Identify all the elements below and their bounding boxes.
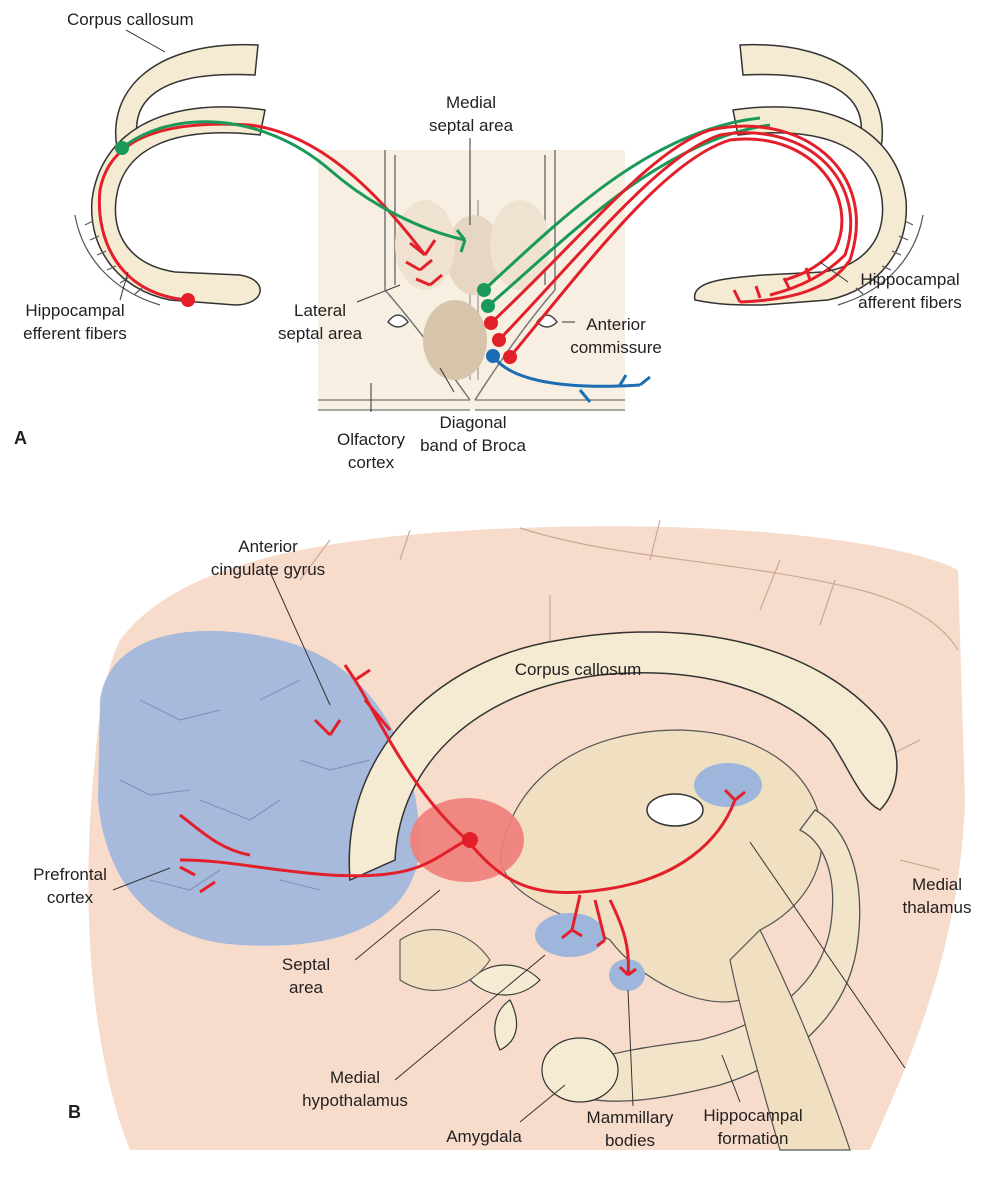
label-olfactory-cortex-2: cortex xyxy=(348,453,395,472)
panel-b: B Anterior cingulate gyrus Corpus callos… xyxy=(33,520,971,1150)
afferent-cell-body-blue xyxy=(486,349,500,363)
label-medial-hypothalamus-2: hypothalamus xyxy=(302,1091,408,1110)
label-hippocampal-efferent-2: efferent fibers xyxy=(23,324,127,343)
label-diagonal-band-2: band of Broca xyxy=(420,436,526,455)
label-hippocampal-afferent-1: Hippocampal xyxy=(860,270,959,289)
label-hippocampal-efferent-1: Hippocampal xyxy=(25,301,124,320)
label-lateral-septal-area-1: Lateral xyxy=(294,301,346,320)
label-anterior-cingulate-2: cingulate gyrus xyxy=(211,560,325,579)
label-septal-area-2: area xyxy=(289,978,324,997)
label-anterior-cingulate-1: Anterior xyxy=(238,537,298,556)
label-hippocampal-afferent-2: afferent fibers xyxy=(858,293,962,312)
panel-label-b: B xyxy=(68,1102,81,1122)
afferent-cell-body-red-1 xyxy=(484,316,498,330)
label-medial-septal-area-1: Medial xyxy=(446,93,496,112)
label-septal-area-1: Septal xyxy=(282,955,330,974)
label-medial-thalamus-1: Medial xyxy=(912,875,962,894)
afferent-cell-body-green-1 xyxy=(477,283,491,297)
label-corpus-callosum-a: Corpus callosum xyxy=(67,10,194,29)
label-medial-hypothalamus-1: Medial xyxy=(330,1068,380,1087)
label-hippocampal-formation-1: Hippocampal xyxy=(703,1106,802,1125)
label-medial-septal-area-2: septal area xyxy=(429,116,514,135)
diagonal-band-region xyxy=(423,300,487,380)
label-olfactory-cortex-1: Olfactory xyxy=(337,430,406,449)
label-prefrontal-cortex-1: Prefrontal xyxy=(33,865,107,884)
label-anterior-commissure-1: Anterior xyxy=(586,315,646,334)
label-prefrontal-cortex-2: cortex xyxy=(47,888,94,907)
amygdala-shape xyxy=(542,1038,618,1102)
label-anterior-commissure-2: commissure xyxy=(570,338,662,357)
panel-label-a: A xyxy=(14,428,27,448)
lateral-septal-left xyxy=(395,200,455,290)
label-amygdala: Amygdala xyxy=(446,1127,522,1146)
septal-cell-body xyxy=(462,832,478,848)
label-diagonal-band-1: Diagonal xyxy=(439,413,506,432)
label-medial-thalamus-2: thalamus xyxy=(903,898,972,917)
efferent-cell-body-green xyxy=(115,141,129,155)
panel-a: A Corpus callosum Medial septal area Lat… xyxy=(14,10,962,472)
interthalamic-adhesion xyxy=(647,794,703,826)
medial-hypothalamus-region xyxy=(535,913,605,957)
afferent-cell-body-red-3 xyxy=(503,350,517,364)
label-hippocampal-formation-2: formation xyxy=(718,1129,789,1148)
medial-thalamus-region xyxy=(694,763,762,807)
label-mammillary-bodies-1: Mammillary xyxy=(587,1108,674,1127)
label-mammillary-bodies-2: bodies xyxy=(605,1131,655,1150)
label-lateral-septal-area-2: septal area xyxy=(278,324,363,343)
label-corpus-callosum-b: Corpus callosum xyxy=(515,660,642,679)
afferent-cell-body-green-2 xyxy=(481,299,495,313)
efferent-cell-body-red xyxy=(181,293,195,307)
afferent-cell-body-red-2 xyxy=(492,333,506,347)
